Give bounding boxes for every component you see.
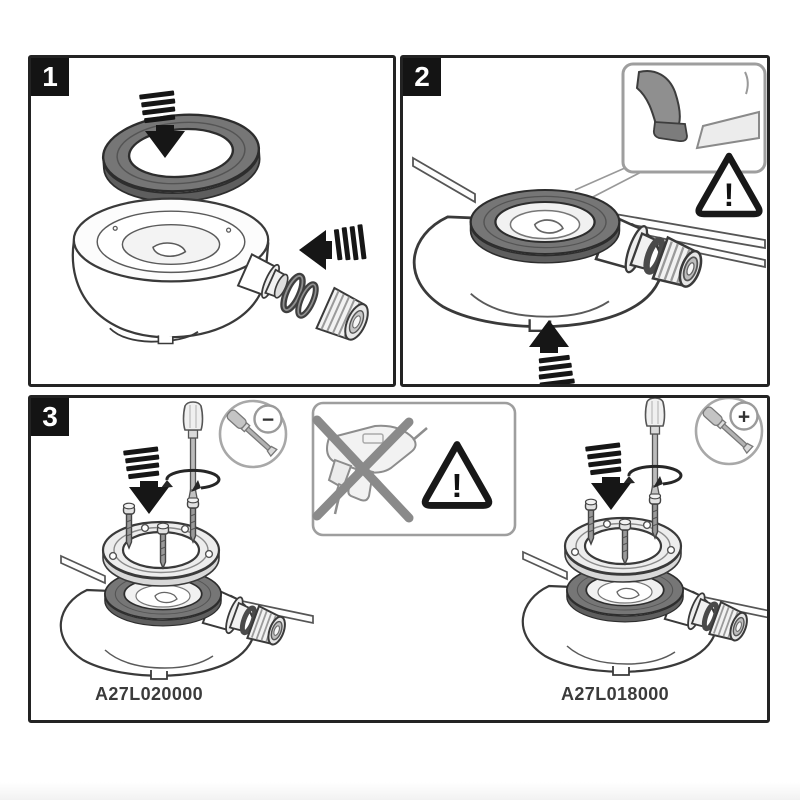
drain-trap-body — [71, 197, 289, 345]
step1-panel: 1 — [28, 55, 396, 387]
bottom-fade — [0, 782, 800, 800]
step2-panel: 2 — [400, 55, 770, 387]
gasket-lip — [652, 121, 688, 143]
phillips-screwdriver-badge-icon: + — [694, 398, 764, 466]
step3-figure: − ! — [31, 398, 767, 720]
warning-triangle-icon: ! — [421, 441, 493, 509]
step1-number-badge: 1 — [31, 58, 69, 96]
svg-text:!: ! — [451, 468, 462, 505]
svg-text:−: − — [262, 409, 274, 432]
step2-number-badge: 2 — [403, 58, 441, 96]
svg-text:+: + — [738, 406, 750, 429]
hatched-arrow-left-icon — [299, 224, 367, 270]
no-drill-icon — [312, 415, 428, 523]
step3-number-badge: 3 — [31, 398, 69, 436]
compression-nut — [315, 286, 375, 347]
warning-triangle-icon: ! — [695, 152, 763, 218]
step3-panel: 3 − — [28, 395, 770, 723]
installed-drain-trap — [414, 190, 707, 331]
no-power-drill-warning-box: ! — [311, 401, 517, 537]
tray-edge — [695, 110, 760, 150]
step2-figure: ! — [403, 62, 767, 384]
step1-figure — [71, 90, 375, 347]
cross-out-x — [312, 415, 414, 523]
gasket-ring — [99, 108, 264, 208]
svg-text:!: ! — [724, 177, 735, 213]
part-number-right: A27L018000 — [561, 684, 670, 704]
gasket-profile — [635, 70, 681, 130]
flathead-screwdriver-badge-icon: − — [218, 399, 288, 469]
gasket-detail-inset — [621, 62, 767, 174]
part-number-left: A27L020000 — [95, 684, 204, 704]
